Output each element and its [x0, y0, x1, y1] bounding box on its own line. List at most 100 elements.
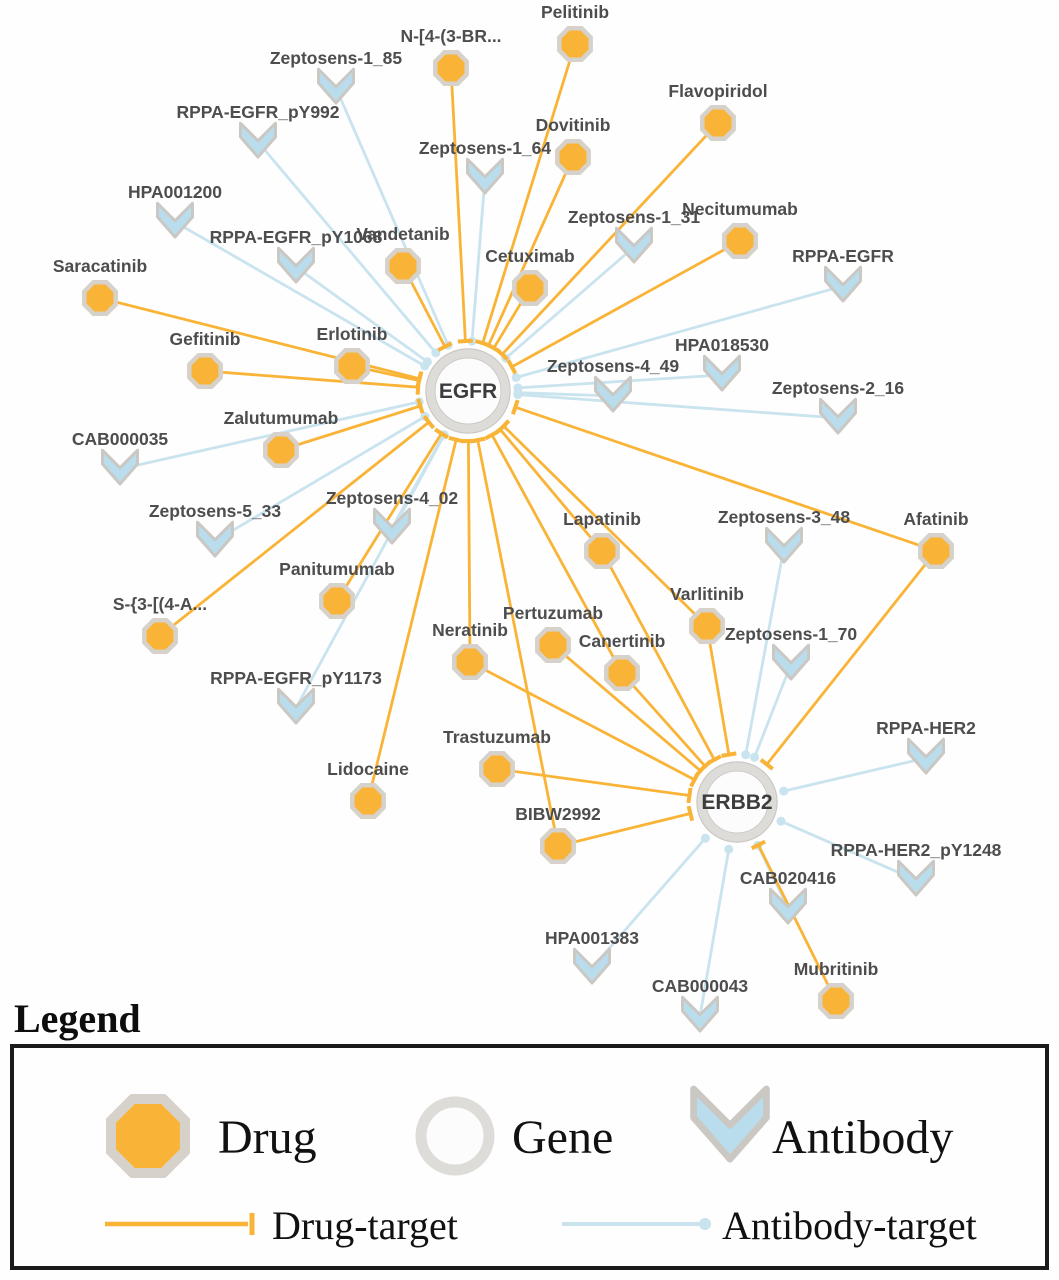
drug-node-cetuximab[interactable]	[512, 270, 548, 306]
antibody-label-z5_33: Zeptosens-5_33	[149, 501, 282, 521]
antibody-node-py1248[interactable]	[897, 859, 935, 897]
drug-node-vandetanib[interactable]	[385, 248, 421, 284]
antibody-node-hpa001200[interactable]	[156, 201, 194, 239]
edge-tee-marker	[511, 399, 520, 415]
drug-label-pelitinib: Pelitinib	[541, 2, 609, 22]
edge-dot-marker	[750, 752, 759, 762]
drug-label-lidocaine: Lidocaine	[327, 759, 409, 779]
antibody-label-z1_31: Zeptosens-1_31	[568, 207, 701, 227]
drug-node-n4_3br[interactable]	[433, 50, 469, 86]
edge-antibody-cab000035-egfr	[119, 400, 420, 471]
edge-antibody-py1068-egfr	[295, 265, 429, 363]
antibody-node-z1_85[interactable]	[317, 67, 355, 105]
drug-node-dovitinib[interactable]	[555, 139, 591, 175]
edge-drug-s3_4a-egfr	[159, 421, 430, 638]
drug-label-pertuzumab: Pertuzumab	[503, 603, 603, 623]
drug-node-flavopiridol[interactable]	[700, 105, 736, 141]
antibody-node-z1_64[interactable]	[466, 157, 504, 195]
drug-label-erlotinib: Erlotinib	[317, 324, 388, 344]
edge-antibody-z2_16-egfr	[517, 393, 839, 420]
edge-tee-marker	[506, 359, 518, 375]
antibody-node-cab000035[interactable]	[101, 448, 139, 486]
antibody-node-cab020416[interactable]	[769, 887, 807, 925]
drug-node-necitumumab[interactable]	[722, 223, 758, 259]
antibody-node-z3_48[interactable]	[765, 526, 803, 564]
drug-node-afatinib[interactable]	[918, 533, 954, 569]
legend-drug-label: Drug	[218, 1111, 317, 1164]
drug-label-canertinib: Canertinib	[579, 631, 666, 651]
legend-antibody-target-label: Antibody-target	[722, 1203, 977, 1248]
edge-drug-afatinib-erbb2	[765, 550, 938, 766]
edge-drug-zalutumumab-egfr	[280, 404, 421, 452]
drug-node-pertuzumab[interactable]	[535, 627, 571, 663]
legend-box	[10, 1044, 1049, 1270]
drug-label-gefitinib: Gefitinib	[170, 329, 241, 349]
edge-dot-marker	[513, 388, 523, 398]
antibody-node-z2_16[interactable]	[819, 397, 857, 435]
antibody-node-hpa001383[interactable]	[573, 947, 611, 985]
edge-antibody-z5_33-egfr	[214, 415, 426, 543]
antibody-label-rppa_her2: RPPA-HER2	[876, 718, 976, 738]
drug-node-lidocaine[interactable]	[350, 783, 386, 819]
edge-tee-marker	[496, 419, 511, 433]
edge-drug-bibw2992-erbb2	[557, 812, 691, 848]
drug-node-erlotinib[interactable]	[334, 348, 370, 384]
gene-label-erbb2: ERBB2	[701, 791, 772, 814]
legend-title: Legend	[14, 996, 141, 1041]
antibody-node-py1173[interactable]	[277, 687, 315, 725]
edge-tee-marker	[721, 751, 737, 758]
antibody-node-py992[interactable]	[239, 121, 277, 159]
antibody-node-rppa_her2[interactable]	[907, 737, 945, 775]
edge-drug-necitumumab-egfr	[511, 239, 741, 369]
drug-node-canertinib[interactable]	[604, 655, 640, 691]
legend: Legend Drug Gene Antibody Drug-target An…	[10, 996, 1049, 1270]
gene-node-egfr[interactable]	[425, 348, 511, 434]
antibody-node-cab000043[interactable]	[681, 995, 719, 1033]
edge-drug-trastuzumab-erbb2	[496, 767, 690, 797]
antibody-node-z1_70[interactable]	[772, 643, 810, 681]
antibody-label-z1_85: Zeptosens-1_85	[270, 48, 403, 68]
drug-node-varlitinib[interactable]	[689, 608, 725, 644]
drug-label-s3_4a: S-{3-[(4-A...	[113, 594, 207, 614]
drug-node-zalutumumab[interactable]	[263, 432, 299, 468]
drug-node-neratinib[interactable]	[452, 644, 488, 680]
drug-node-panitumumab[interactable]	[319, 583, 355, 619]
drug-node-lapatinib[interactable]	[584, 533, 620, 569]
edge-tee-marker	[759, 758, 774, 771]
drug-node-mubritinib[interactable]	[818, 983, 854, 1019]
antibody-node-z4_02[interactable]	[373, 507, 411, 545]
antibody-label-py1248: RPPA-HER2_pY1248	[831, 840, 1002, 860]
edge-antibody-rppa_her2-erbb2	[783, 756, 927, 793]
antibody-node-z4_49[interactable]	[594, 375, 632, 413]
gene-node-erbb2[interactable]	[696, 761, 778, 843]
edge-tee-marker	[422, 415, 436, 430]
drug-node-trastuzumab[interactable]	[479, 751, 515, 787]
drug-node-saracatinib[interactable]	[82, 280, 118, 316]
edge-drug-bibw2992-egfr	[476, 439, 560, 847]
gene-label-egfr: EGFR	[439, 380, 497, 403]
antibody-node-z1_31[interactable]	[615, 226, 653, 264]
antibody-node-py1068[interactable]	[277, 246, 315, 284]
drug-label-n4_3br: N-[4-(3-BR...	[400, 26, 501, 46]
legend-antibody-target-dot	[699, 1218, 711, 1230]
edge-drug-neratinib-egfr	[467, 440, 472, 663]
antibody-node-z5_33[interactable]	[196, 520, 234, 558]
antibody-node-hpa018530[interactable]	[703, 354, 741, 392]
drug-node-s3_4a[interactable]	[142, 618, 178, 654]
edge-antibody-z1_85-egfr	[334, 87, 450, 346]
antibody-label-cab000043: CAB000043	[652, 976, 749, 996]
edge-antibody-cab000043-erbb2	[698, 849, 731, 1017]
edges-layer	[99, 43, 938, 1017]
legend-antibody-icon	[690, 1085, 770, 1163]
edge-dot-marker	[776, 816, 786, 826]
edge-tee-marker	[434, 427, 449, 440]
edge-drug-afatinib-egfr	[514, 405, 937, 553]
edge-drug-lapatinib-erbb2	[600, 550, 716, 761]
drug-label-varlitinib: Varlitinib	[670, 584, 744, 604]
antibody-node-rppa_egfr[interactable]	[824, 265, 862, 303]
legend-antibody-label: Antibody	[772, 1111, 953, 1164]
drug-node-pelitinib[interactable]	[557, 26, 593, 62]
drug-node-gefitinib[interactable]	[187, 353, 223, 389]
drug-node-bibw2992[interactable]	[540, 828, 576, 864]
edge-antibody-z1_64-egfr	[470, 177, 487, 342]
